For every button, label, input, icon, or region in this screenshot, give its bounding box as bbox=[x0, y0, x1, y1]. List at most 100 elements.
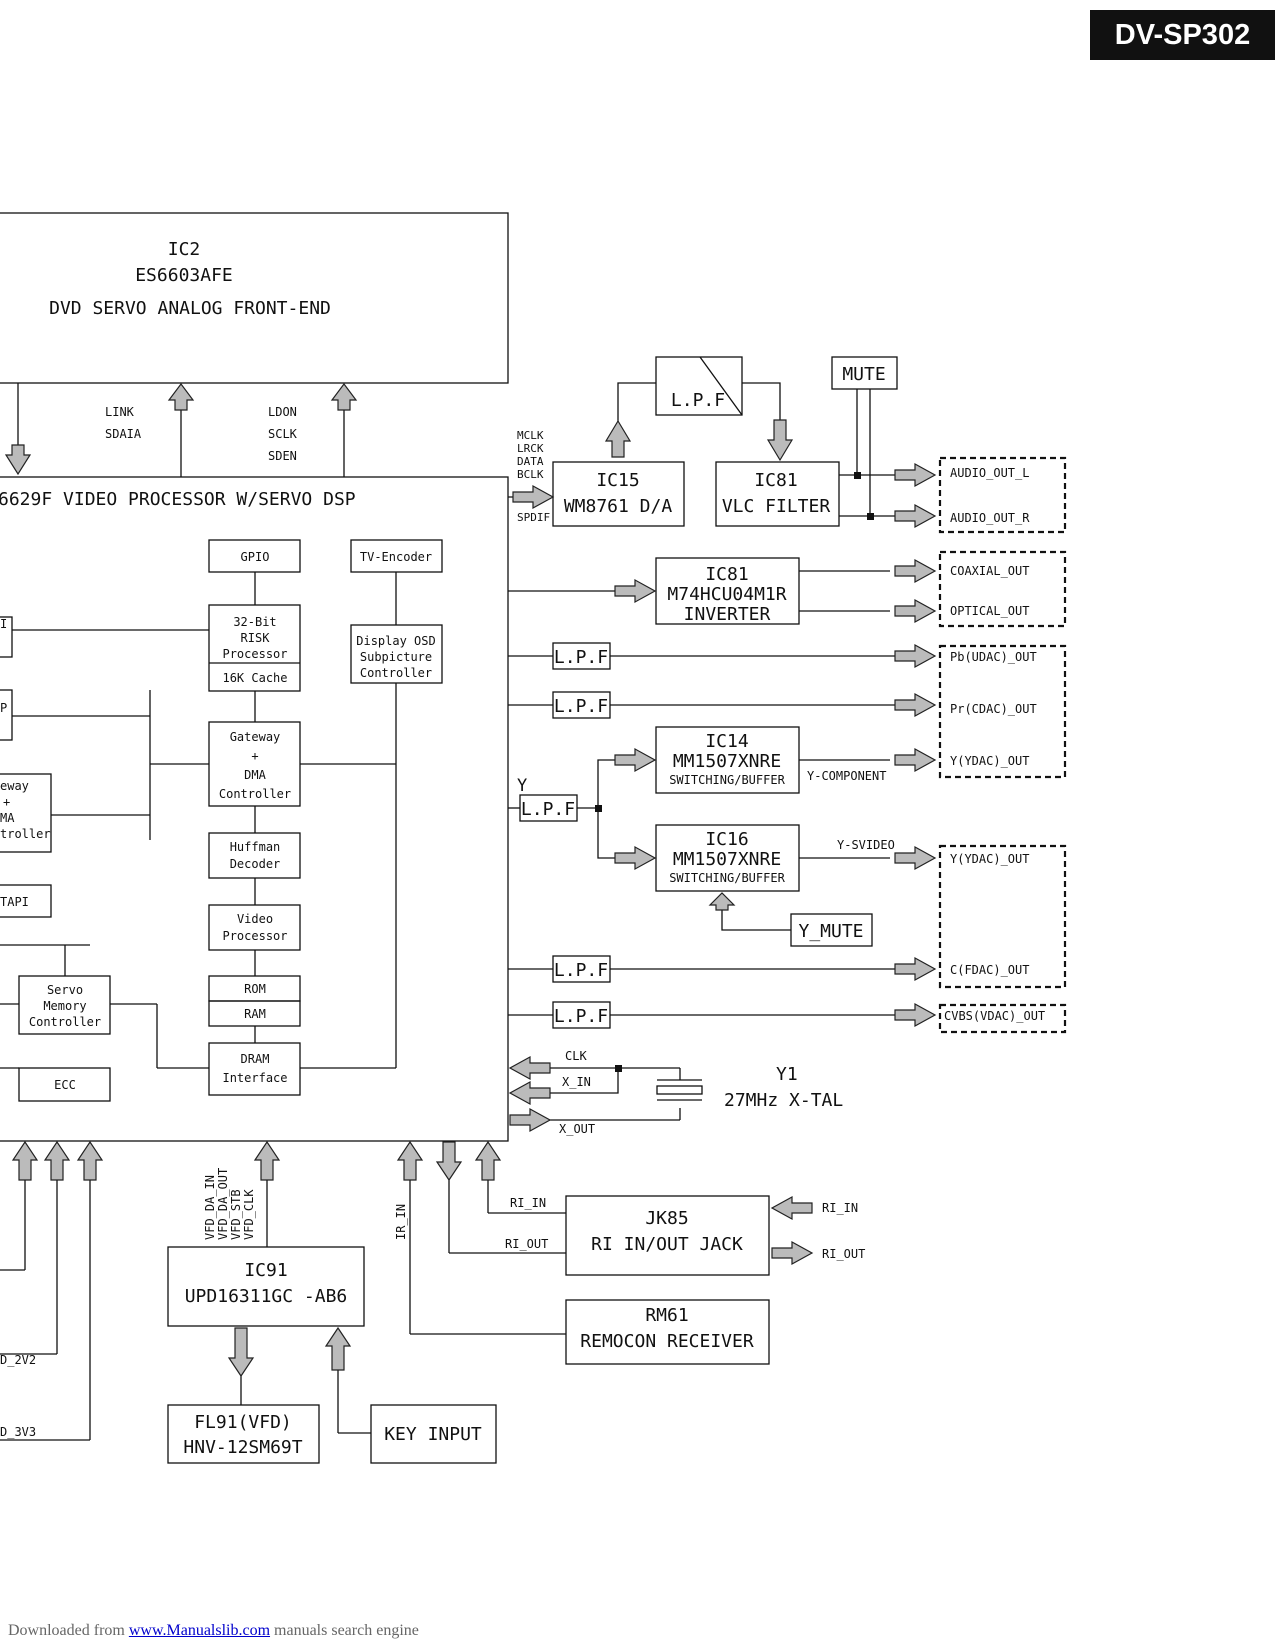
footer-prefix: Downloaded from bbox=[8, 1622, 129, 1639]
footer-suffix: manuals search engine bbox=[270, 1622, 419, 1639]
fl91-part: HNV-12SM69T bbox=[183, 1437, 302, 1458]
partial-label: I bbox=[0, 617, 7, 631]
arrow-right-icon bbox=[614, 747, 657, 773]
risk-line: Processor bbox=[222, 647, 287, 661]
arrow-down-icon bbox=[766, 419, 794, 462]
ic14-part: MM1507XNRE bbox=[673, 751, 781, 772]
ic81-inv-part: M74HCU04M1R bbox=[667, 584, 786, 605]
tv-encoder-label: TV-Encoder bbox=[360, 550, 432, 564]
ic81-vlc-ref: IC81 bbox=[754, 470, 797, 491]
key-input-box bbox=[370, 1404, 497, 1464]
ram-label: RAM bbox=[244, 1007, 266, 1021]
servo-mem-line: Memory bbox=[43, 999, 86, 1013]
key-input-label: KEY INPUT bbox=[384, 1424, 482, 1445]
ic16-part: MM1507XNRE bbox=[673, 849, 781, 870]
output-label: Pb(UDAC)_OUT bbox=[950, 650, 1037, 664]
cvbs-out-connector bbox=[938, 1003, 1067, 1034]
arrow-up-icon bbox=[708, 892, 736, 911]
bus-label: SCLK bbox=[268, 427, 298, 441]
ic15-ref: IC15 bbox=[596, 470, 639, 491]
ic91-box bbox=[167, 1246, 365, 1327]
gateway-line: DMA bbox=[244, 768, 266, 782]
arrow-right-icon bbox=[894, 956, 937, 982]
jk85-ref: JK85 bbox=[645, 1208, 688, 1229]
lpf-label: L.P.F bbox=[554, 1006, 608, 1027]
servo-mem-line: Controller bbox=[29, 1015, 101, 1029]
dram-line: DRAM bbox=[241, 1052, 270, 1066]
manualslib-link[interactable]: www.Manualslib.com bbox=[128, 1622, 271, 1639]
mute-label: MUTE bbox=[842, 364, 885, 385]
arrow-up-icon bbox=[43, 1140, 71, 1181]
gateway-line: Controller bbox=[219, 787, 291, 801]
arrow-up-icon bbox=[474, 1140, 502, 1181]
gateway-line: Gateway bbox=[230, 730, 281, 744]
lpf-label: L.P.F bbox=[554, 960, 608, 981]
gateway-left-line: MA bbox=[0, 811, 15, 825]
lpf-label: L.P.F bbox=[521, 799, 575, 820]
lpf-label: L.P.F bbox=[554, 647, 608, 668]
ic81-vlc-box bbox=[715, 461, 840, 527]
output-label: C(FDAC)_OUT bbox=[950, 963, 1029, 977]
y-label: Y bbox=[517, 776, 527, 796]
ir-in-label: IR_IN bbox=[394, 1204, 408, 1240]
spdif-label: SPDIF bbox=[517, 511, 550, 524]
arrow-right-icon bbox=[894, 1002, 937, 1028]
ecc-label: ECC bbox=[54, 1078, 76, 1092]
gateway-left-line: + bbox=[3, 795, 10, 809]
atapi-label: TAPI bbox=[0, 895, 29, 909]
arrow-up-icon bbox=[76, 1140, 104, 1181]
bus-label: SDEN bbox=[268, 449, 297, 463]
arrow-right-icon bbox=[894, 692, 937, 718]
component-out-connector bbox=[938, 644, 1067, 779]
arrow-right-icon bbox=[894, 643, 937, 669]
bus-label: LDON bbox=[268, 405, 297, 419]
risk-line: RISK bbox=[241, 631, 271, 645]
y1-ref: Y1 bbox=[776, 1064, 798, 1085]
rom-label: ROM bbox=[244, 982, 266, 996]
ecc-box bbox=[18, 1067, 111, 1102]
ri-out-ext-label: RI_OUT bbox=[822, 1247, 865, 1261]
vfd-signal-label: VFD_DA_IN bbox=[203, 1175, 217, 1240]
mute-box bbox=[831, 356, 898, 390]
osd-line: Subpicture bbox=[360, 650, 432, 664]
arrow-up-icon bbox=[167, 383, 195, 411]
ic15-box bbox=[552, 461, 685, 527]
arrow-up-icon bbox=[396, 1140, 424, 1181]
ic16-ref: IC16 bbox=[705, 829, 748, 850]
ic2-box bbox=[0, 212, 509, 384]
arrow-right-icon bbox=[894, 558, 937, 584]
ic15-part: WM8761 D/A bbox=[564, 496, 673, 517]
arrow-right-icon bbox=[614, 578, 657, 604]
y-mute-label: Y_MUTE bbox=[798, 921, 863, 942]
arrow-right-icon bbox=[894, 462, 937, 488]
ic2-desc: DVD SERVO ANALOG FRONT-END bbox=[49, 298, 331, 319]
huffman-line: Decoder bbox=[230, 857, 281, 871]
servo-mem-line: Servo bbox=[47, 983, 83, 997]
jk85-desc: RI IN/OUT JACK bbox=[591, 1234, 743, 1255]
arrow-right-icon bbox=[894, 598, 937, 624]
osd-line: Controller bbox=[360, 666, 432, 680]
atapi-box bbox=[0, 884, 52, 918]
rail-label: D_2V2 bbox=[0, 1353, 36, 1367]
arrow-down-icon bbox=[227, 1327, 255, 1378]
audio-bus-label: DATA bbox=[517, 455, 544, 468]
arrow-right-icon bbox=[614, 845, 657, 871]
arrow-left-icon bbox=[508, 1080, 551, 1106]
ic91-part: UPD16311GC -AB6 bbox=[185, 1286, 348, 1307]
output-label: Y(YDAC)_OUT bbox=[950, 852, 1029, 866]
audio-bus-label: LRCK bbox=[517, 442, 544, 455]
arrow-right-icon bbox=[509, 1107, 552, 1133]
vfd-signal-label: VFD_STB bbox=[229, 1189, 243, 1240]
main-processor-box bbox=[0, 476, 509, 1142]
arrow-right-icon bbox=[894, 845, 937, 871]
arrow-up-icon bbox=[330, 383, 358, 411]
ic81-inv-ref: IC81 bbox=[705, 564, 748, 585]
ic14-ref: IC14 bbox=[705, 731, 748, 752]
jk85-box bbox=[565, 1195, 770, 1276]
dram-box bbox=[208, 1042, 301, 1096]
gateway-left-box bbox=[0, 773, 52, 853]
audio-bus-label: BCLK bbox=[517, 468, 544, 481]
risk-line: 32-Bit bbox=[233, 615, 276, 629]
cache-label: 16K Cache bbox=[222, 671, 287, 685]
rm61-ref: RM61 bbox=[645, 1305, 688, 1326]
